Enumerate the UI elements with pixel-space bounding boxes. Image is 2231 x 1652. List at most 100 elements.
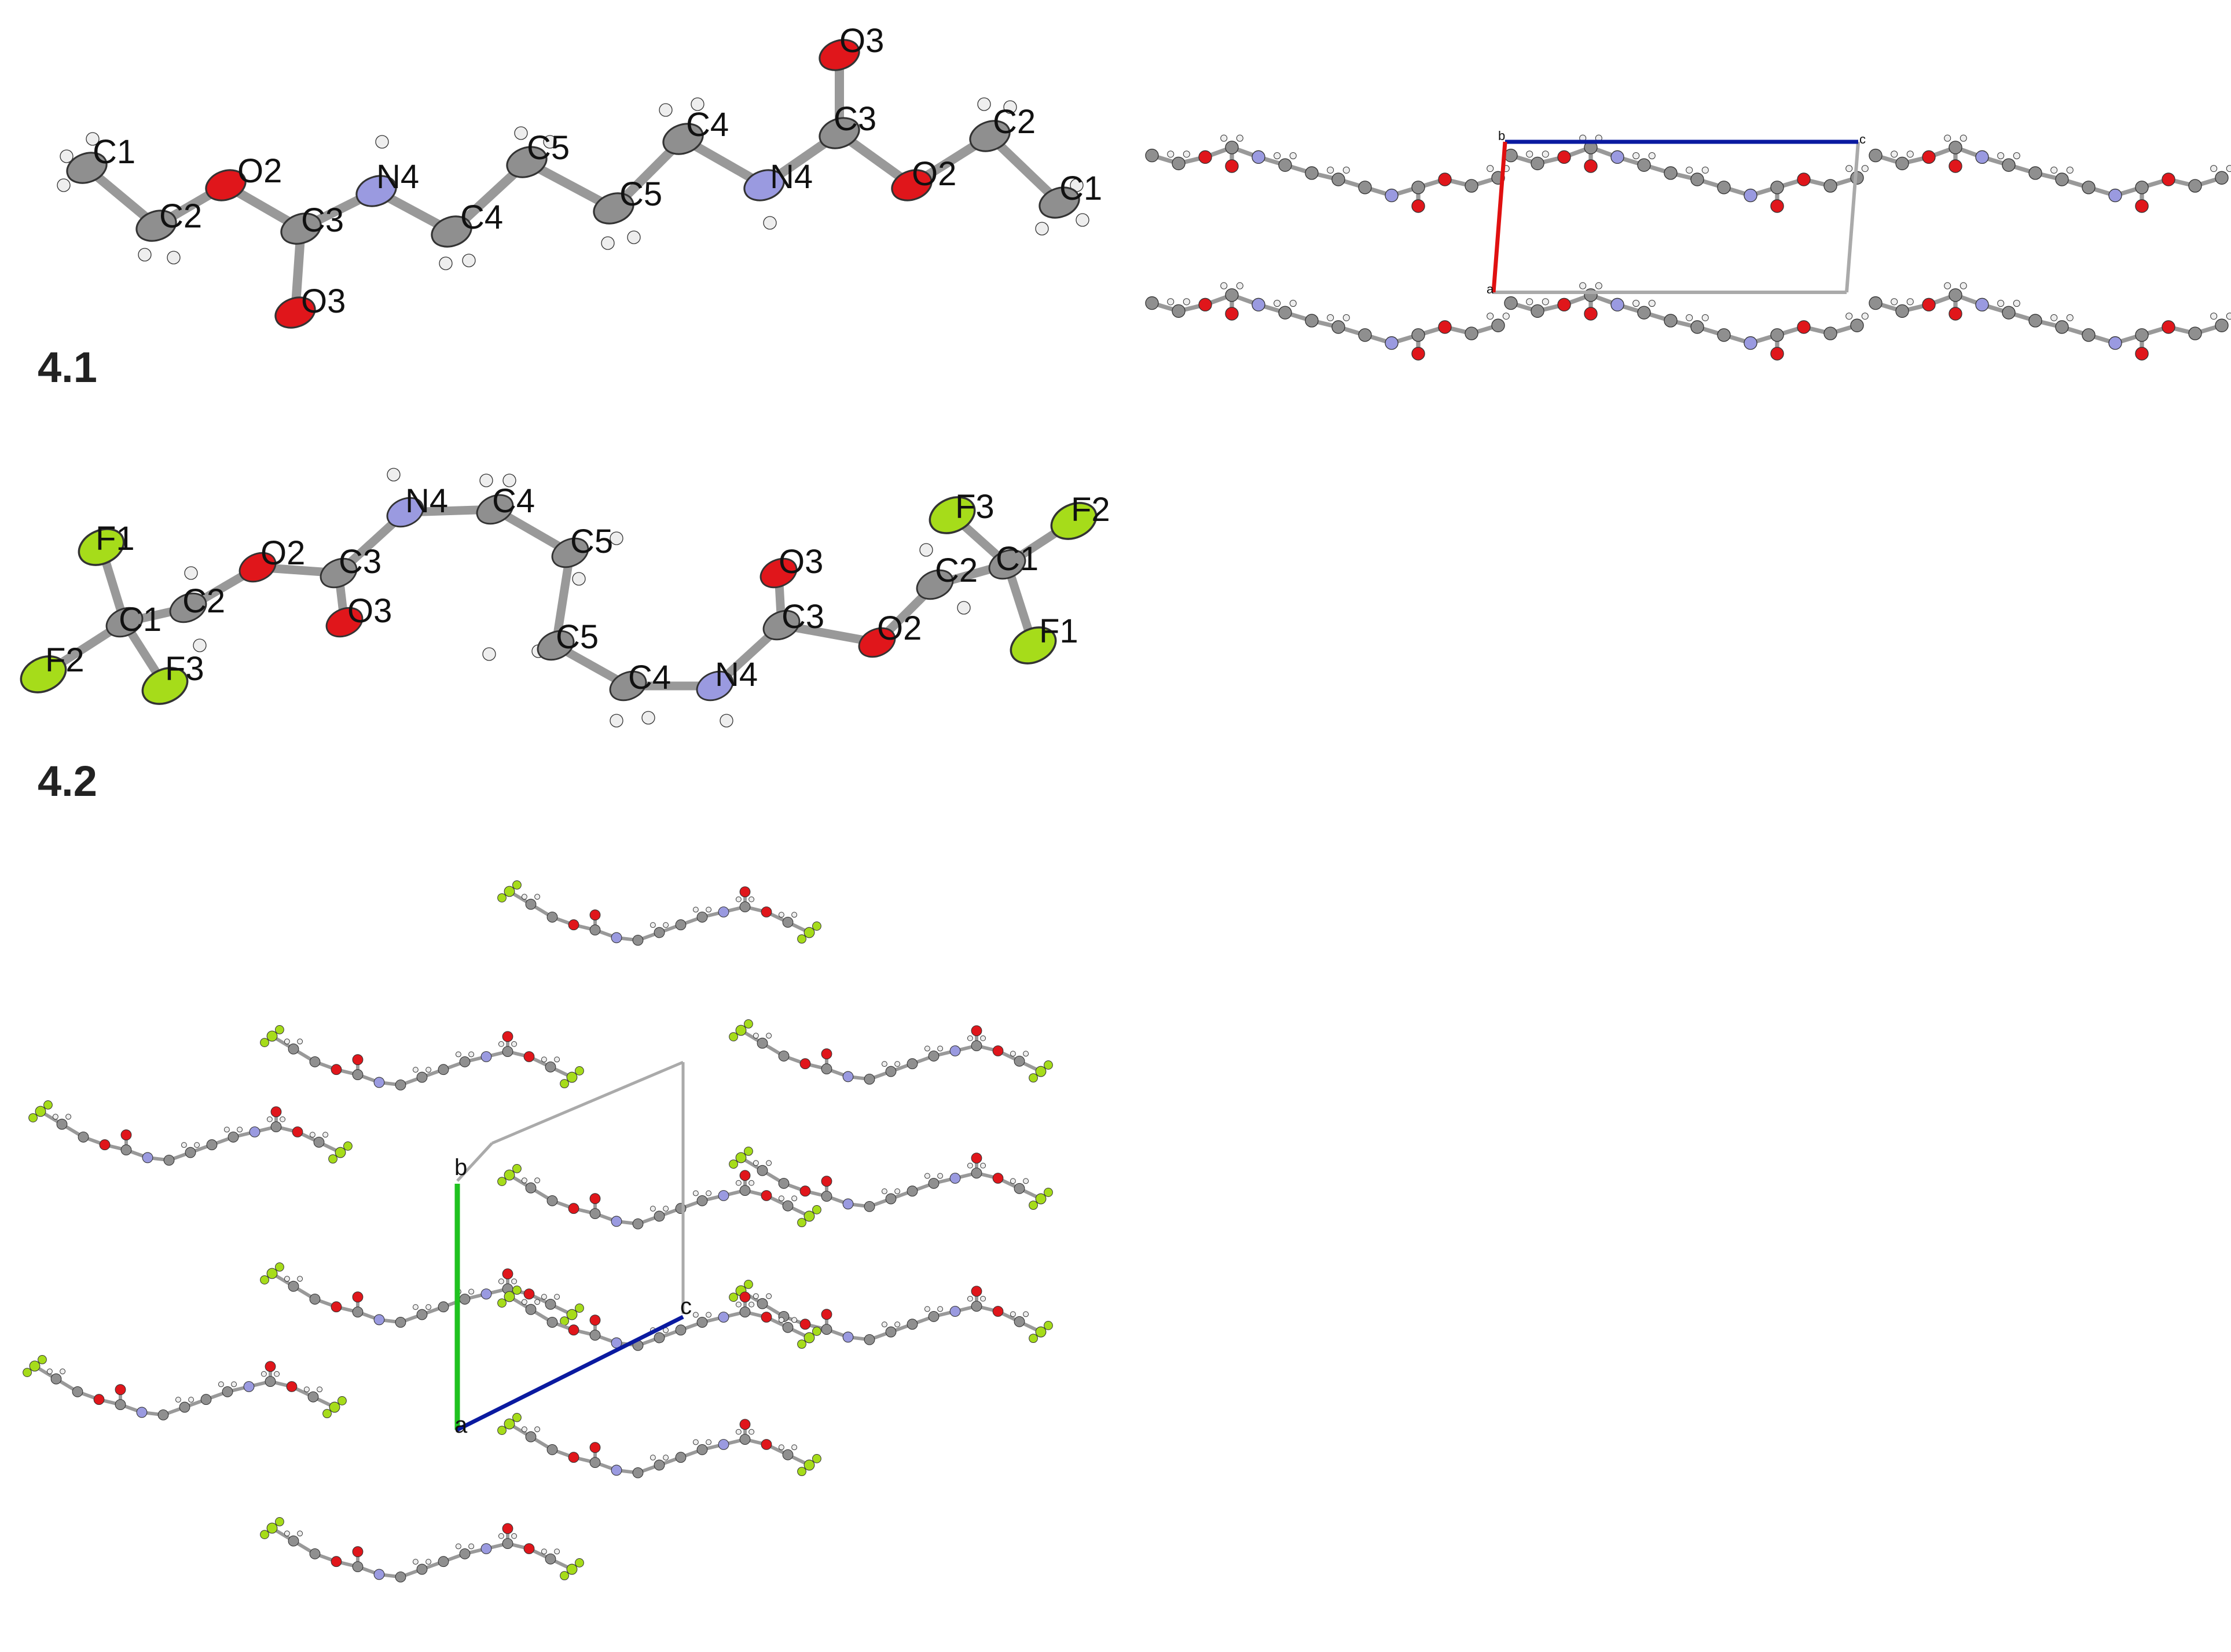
carbon-atom <box>288 1535 299 1547</box>
fluorine-atom <box>797 934 806 944</box>
hydrogen-atom <box>534 1426 541 1433</box>
carbon-atom <box>1717 328 1731 342</box>
oxygen-atom <box>120 1129 132 1141</box>
fluorine-atom <box>266 1522 278 1534</box>
carbon-atom <box>2002 158 2016 172</box>
carbon-atom <box>1305 314 1319 328</box>
fluorine-atom <box>260 1038 269 1047</box>
carbon-atom <box>1225 288 1239 302</box>
axis-label-a: a <box>454 1412 468 1438</box>
oxygen-atom <box>761 906 772 917</box>
carbon-atom <box>431 215 472 248</box>
fluorine-atom <box>275 1025 284 1034</box>
carbon-atom <box>593 192 634 225</box>
oxygen-atom <box>799 1058 811 1070</box>
carbon-atom <box>969 120 1011 152</box>
fluorine-atom <box>560 1571 569 1581</box>
oxygen-atom <box>1770 199 1784 213</box>
hydrogen-atom <box>1648 300 1656 307</box>
hydrogen-atom <box>541 1548 547 1555</box>
hydrogen-atom <box>919 543 933 557</box>
oxygen-atom <box>821 1048 832 1060</box>
hydrogen-atom <box>766 1293 772 1299</box>
hydrogen-atom <box>1236 134 1243 142</box>
hydrogen-atom <box>627 230 641 244</box>
molecule-4-2-atoms <box>20 468 1098 728</box>
fluorine-atom <box>504 1418 515 1430</box>
hydrogen-atom <box>766 1033 772 1039</box>
hydrogen-atom <box>1891 150 1898 158</box>
hydrogen-atom <box>375 135 389 149</box>
hydrogen-atom <box>521 1177 527 1184</box>
hydrogen-atom <box>1632 152 1640 160</box>
oxygen-atom <box>589 1315 601 1326</box>
hydrogen-atom <box>498 1278 504 1284</box>
hydrogen-atom <box>1861 165 1869 172</box>
hydrogen-atom <box>1997 152 2005 160</box>
hydrogen-atom <box>1236 282 1243 289</box>
carbon-atom <box>476 494 514 525</box>
fluorine-atom <box>566 1071 578 1083</box>
carbon-atom <box>352 1561 364 1573</box>
fluorine-atom <box>275 1262 284 1272</box>
packed-molecule <box>497 1413 821 1478</box>
hydrogen-atom <box>317 1386 323 1393</box>
oxygen-atom <box>523 1288 535 1299</box>
oxygen-atom <box>1922 150 1936 164</box>
carbon-atom <box>1664 166 1678 180</box>
molecule-4-1-atom-labels: C1 C2 O2 C3 O3 N4 C4 C5 C5 C4 N4 C3 O3 O… <box>93 22 1102 320</box>
carbon-atom <box>1225 141 1239 155</box>
hydrogen-atom <box>967 1162 973 1169</box>
hydrogen-atom <box>1183 150 1190 158</box>
oxygen-atom <box>1797 172 1811 186</box>
oxygen-atom <box>93 1394 105 1405</box>
hydrogen-atom <box>791 1195 798 1202</box>
carbon-atom <box>782 1321 794 1333</box>
oxygen-atom <box>568 1203 579 1214</box>
packed-molecule <box>260 1517 584 1583</box>
hydrogen-atom <box>86 132 100 146</box>
nitrogen-atom <box>1385 188 1399 203</box>
hydrogen-atom <box>748 1429 755 1435</box>
hydrogen-atom <box>706 906 712 913</box>
carbon-atom <box>1770 328 1784 342</box>
fluorine-atom <box>266 1030 278 1042</box>
hydrogen-atom <box>534 894 541 900</box>
hydrogen-atom <box>1274 152 1281 160</box>
carbon-atom <box>1949 141 1962 155</box>
packing-4-1-unit-cell: b c a <box>1487 129 1866 296</box>
hydrogen-atom <box>1289 152 1297 160</box>
atom-label: N4 <box>376 158 419 196</box>
fluorine-atom <box>28 1113 38 1122</box>
hydrogen-atom <box>735 1429 742 1435</box>
carbon-atom <box>459 1293 471 1305</box>
oxygen-atom <box>286 1381 298 1392</box>
carbon-atom <box>2028 166 2042 180</box>
oxygen-atom <box>971 1286 982 1297</box>
carbon-atom <box>782 916 794 928</box>
carbon-atom <box>988 549 1026 580</box>
carbon-atom <box>288 1280 299 1292</box>
fluorine-atom <box>560 1079 569 1089</box>
carbon-atom <box>1717 181 1731 194</box>
carbon-atom <box>971 1301 982 1312</box>
carbon-atom <box>307 1391 319 1403</box>
oxygen-atom <box>739 886 751 898</box>
carbon-atom <box>1172 156 1186 171</box>
nitrogen-atom <box>949 1306 961 1317</box>
oxygen-atom <box>589 909 601 921</box>
hydrogen-atom <box>1076 213 1089 227</box>
carbon-atom <box>696 911 708 923</box>
carbon-atom <box>1850 318 1864 332</box>
oxygen-atom <box>1225 159 1239 173</box>
carbon-atom <box>1411 328 1425 342</box>
carbon-atom <box>2188 326 2202 340</box>
fluorine-atom <box>497 1177 507 1186</box>
oxygen-atom <box>761 1439 772 1450</box>
axis-c-line <box>456 1315 684 1432</box>
fluorine-atom <box>735 1025 747 1036</box>
hydrogen-atom <box>554 1548 560 1555</box>
oxygen-atom <box>502 1031 513 1042</box>
atom-label: F3 <box>165 650 204 688</box>
hydrogen-atom <box>1686 314 1693 321</box>
